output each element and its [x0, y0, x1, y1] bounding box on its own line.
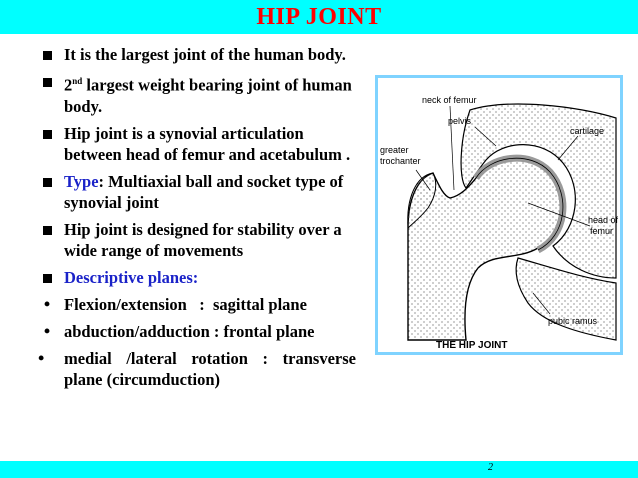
- bullet-item: 2nd largest weight bearing joint of huma…: [38, 71, 356, 117]
- figure-caption: THE HIP JOINT: [436, 340, 508, 351]
- bullet-text: Flexion/extension : sagittal plane: [64, 294, 307, 314]
- leader-lines: [415, 105, 591, 315]
- greater-trochanter-shape: [407, 172, 437, 230]
- bullet-text: It is the largest joint of the human bod…: [64, 45, 346, 64]
- label-neck-of-femur: neck of femur: [422, 95, 477, 105]
- bullet-text: : Multiaxial ball and socket type of syn…: [64, 171, 344, 212]
- label-greater: greater: [380, 145, 409, 155]
- label-trochanter: trochanter: [380, 156, 421, 166]
- square-bullet-icon: [38, 44, 56, 65]
- bullet-prefix: 2: [64, 75, 73, 95]
- title-bar: [0, 0, 638, 34]
- dot-bullet-icon: •: [38, 347, 45, 368]
- bullet-item: • abduction/adduction : frontal plane: [38, 321, 356, 342]
- bullet-text: Hip joint is designed for stability over…: [64, 219, 342, 260]
- footer-bar: [0, 461, 638, 478]
- bullet-list: It is the largest joint of the human bod…: [38, 44, 356, 396]
- type-highlight: Type: [64, 171, 99, 191]
- bullet-item: Hip joint is a synovial articulation bet…: [38, 123, 356, 165]
- bullet-text: Hip joint is a synovial articulation bet…: [64, 123, 351, 164]
- bullet-item: It is the largest joint of the human bod…: [38, 44, 356, 65]
- bullet-item: • medial /lateral rotation : transverse …: [38, 348, 356, 390]
- dot-bullet-icon: •: [43, 293, 51, 314]
- bullet-superscript: nd: [72, 76, 83, 86]
- hip-joint-figure: neck of femur pelvis cartilage greater t…: [375, 75, 623, 355]
- label-femur: femur: [590, 226, 613, 236]
- slide-title: HIP JOINT: [256, 4, 382, 30]
- bullet-text: medial /lateral rotation : transverse pl…: [64, 348, 361, 389]
- bullet-item: Type: Multiaxial ball and socket type of…: [38, 171, 356, 213]
- square-bullet-icon: [38, 123, 56, 144]
- label-cartilage: cartilage: [570, 126, 604, 136]
- bullet-item: Descriptive planes:: [38, 267, 356, 288]
- pubic-ramus-shape: [515, 257, 617, 341]
- label-pelvis: pelvis: [448, 116, 472, 126]
- square-bullet-icon: [38, 71, 56, 92]
- label-pubic-ramus: pubic ramus: [548, 316, 598, 326]
- bullet-text: largest weight bearing joint of human bo…: [64, 75, 356, 116]
- label-head-of: head of: [588, 215, 619, 225]
- dot-bullet-icon: •: [43, 320, 51, 341]
- square-bullet-icon: [38, 219, 56, 240]
- page-number: 2: [488, 462, 493, 473]
- descriptive-planes-heading: Descriptive planes:: [64, 267, 199, 287]
- bullet-text: abduction/adduction : frontal plane: [64, 321, 315, 341]
- bullet-item: • Flexion/extension : sagittal plane: [38, 294, 356, 315]
- square-bullet-icon: [38, 267, 56, 288]
- square-bullet-icon: [38, 171, 56, 192]
- hip-joint-diagram: neck of femur pelvis cartilage greater t…: [380, 95, 619, 351]
- bullet-item: Hip joint is designed for stability over…: [38, 219, 356, 261]
